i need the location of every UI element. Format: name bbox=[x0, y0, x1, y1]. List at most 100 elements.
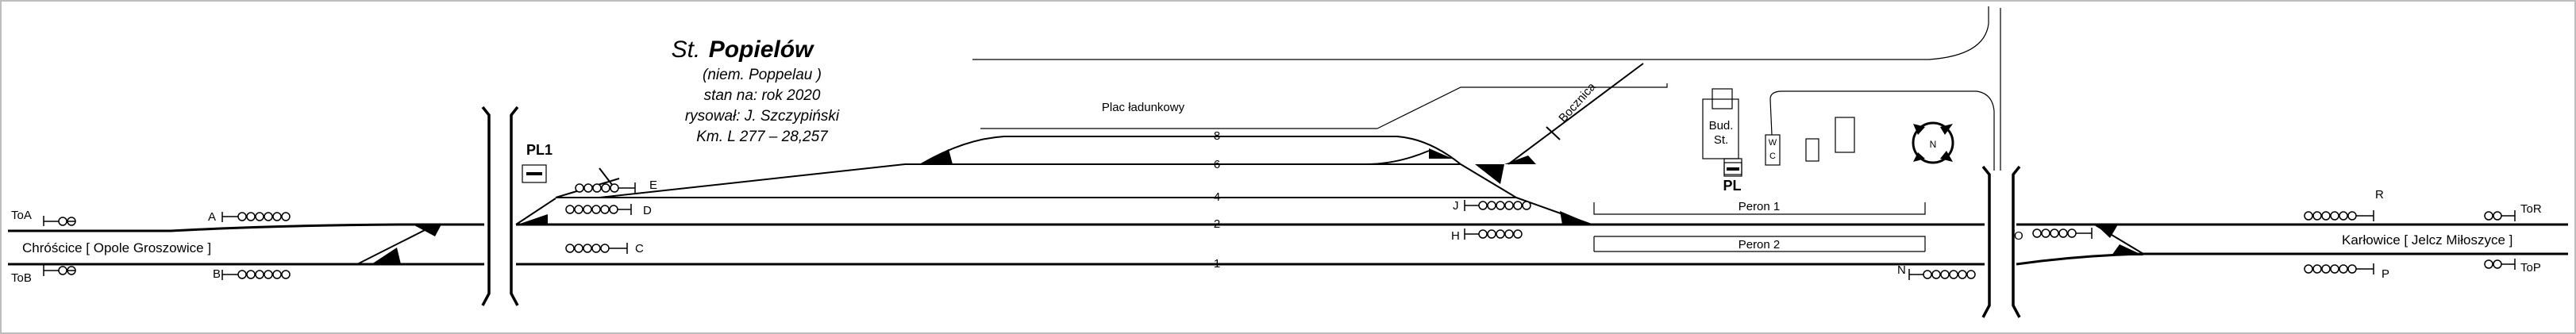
label-toa: ToA bbox=[11, 209, 32, 222]
switch-right-upper bbox=[2096, 225, 2118, 238]
small-building bbox=[1805, 138, 1819, 162]
switch-track-8-right bbox=[1429, 148, 1453, 159]
label-tob: ToB bbox=[11, 271, 32, 285]
track-a-approach bbox=[8, 223, 484, 232]
label-d: D bbox=[643, 204, 652, 217]
pl-post-icon bbox=[1723, 162, 1742, 175]
bridge-left-a bbox=[481, 106, 491, 306]
switch-right-lower bbox=[2112, 244, 2143, 255]
switch-track-4-left bbox=[518, 214, 548, 225]
station-building bbox=[1702, 98, 1739, 159]
building-label-2: St. bbox=[1714, 133, 1728, 147]
pl1-post-bar bbox=[526, 172, 542, 175]
track-number-1: 1 bbox=[1214, 257, 1220, 271]
pl1-post-label: PL1 bbox=[526, 142, 553, 158]
road-upper bbox=[972, 6, 1989, 60]
signal-j bbox=[1464, 200, 1531, 211]
signal-c bbox=[565, 243, 628, 254]
signal-b bbox=[221, 270, 291, 280]
label-c: C bbox=[635, 242, 644, 255]
track-number-4: 4 bbox=[1214, 190, 1220, 204]
direction-right-label: Karłowice [ Jelcz Miłoszyce ] bbox=[2342, 232, 2512, 248]
signal-n bbox=[1908, 269, 1976, 280]
label-plac-ladunkowy: Plac ładunkowy bbox=[1102, 101, 1185, 114]
wc-w-label: W bbox=[1769, 138, 1777, 148]
station-buildings: Bud. St. W C PL bbox=[1702, 88, 1855, 194]
label-top: ToP bbox=[2520, 261, 2541, 274]
label-b: B bbox=[213, 267, 221, 281]
track-6-exit bbox=[1460, 163, 1517, 198]
loading-area-line-2 bbox=[1377, 83, 1668, 129]
station-state-date: stan na: rok 2020 bbox=[704, 87, 821, 104]
wc-c-label: C bbox=[1769, 152, 1776, 161]
bridge-left-b bbox=[510, 106, 519, 306]
track-numbers: 8 6 4 2 1 bbox=[1214, 129, 1220, 271]
label-e: E bbox=[649, 179, 657, 192]
signal-e bbox=[575, 182, 636, 194]
signal-p bbox=[2304, 263, 2374, 274]
pl-post-bar bbox=[1727, 167, 1739, 171]
label-n: N bbox=[1897, 263, 1906, 277]
track-4-lead bbox=[515, 198, 556, 225]
label-a: A bbox=[208, 210, 216, 224]
svg-text:N: N bbox=[1930, 139, 1937, 150]
main-tracks bbox=[8, 223, 2568, 266]
signals bbox=[43, 182, 2516, 280]
signal-r bbox=[2304, 210, 2374, 221]
side-tracks bbox=[515, 63, 1644, 225]
road-right bbox=[1782, 90, 1995, 171]
platform-1 bbox=[1593, 202, 1926, 215]
station-building-annex bbox=[1712, 88, 1733, 109]
station-name: Popielów bbox=[709, 36, 814, 63]
track-8 bbox=[920, 136, 1461, 165]
signal-tor bbox=[2484, 210, 2516, 221]
warehouse-building bbox=[1835, 117, 1855, 153]
signal-tob bbox=[43, 265, 76, 276]
pl-post-label: PL bbox=[1723, 178, 1741, 194]
siding-bocznica bbox=[1507, 63, 1644, 165]
track-number-8: 8 bbox=[1214, 129, 1220, 143]
switch-bocznica bbox=[1504, 155, 1536, 164]
signal-d bbox=[565, 204, 632, 215]
station-prefix: St. bbox=[672, 36, 701, 63]
wc-building bbox=[1765, 134, 1781, 166]
pl1-post-icon bbox=[522, 164, 547, 183]
building-label-1: Bud. bbox=[1709, 119, 1734, 132]
label-o: O bbox=[2014, 229, 2023, 243]
bridge-right-b bbox=[2012, 165, 2021, 318]
signal-a bbox=[221, 212, 291, 222]
signal-h bbox=[1464, 228, 1523, 240]
track-number-2: 2 bbox=[1214, 217, 1220, 231]
signal-top bbox=[2484, 259, 2516, 270]
label-bocznica: Bocznica bbox=[1556, 80, 1599, 125]
station-title: St. Popielów bbox=[672, 36, 814, 63]
switch-left-lower bbox=[372, 248, 401, 264]
bridges bbox=[481, 106, 2021, 318]
crossover-left bbox=[356, 225, 433, 265]
track-6-a bbox=[905, 150, 1430, 165]
direction-left-label: Chróścice [ Opole Groszowice ] bbox=[22, 240, 211, 255]
signal-labels: ToA ToB A B C D E H J N O R P ToR ToP bbox=[11, 179, 2542, 285]
station-author: rysował: J. Szczypiński bbox=[685, 108, 840, 125]
platform-1-label: Peron 1 bbox=[1739, 200, 1781, 213]
title-block: St. Popielów (niem. Poppelau ) stan na: … bbox=[672, 36, 840, 145]
label-j: J bbox=[1453, 199, 1459, 213]
station-german-name: (niem. Poppelau ) bbox=[703, 67, 822, 83]
platform-2-label: Peron 2 bbox=[1739, 238, 1781, 251]
platform-2 bbox=[1593, 236, 1926, 251]
switch-track-8-left bbox=[921, 149, 953, 164]
label-r: R bbox=[2375, 188, 2384, 202]
bocznica-stop bbox=[1546, 126, 1561, 140]
compass-icon: N bbox=[1912, 121, 1954, 164]
road-left bbox=[1769, 90, 1783, 136]
signal-o bbox=[2032, 228, 2093, 239]
track-number-6: 6 bbox=[1214, 158, 1220, 171]
track-6-lead bbox=[599, 163, 906, 198]
pl1-post: PL1 bbox=[522, 142, 553, 183]
switch-track-4-right bbox=[1560, 211, 1592, 225]
station-kilometre: Km. L 277 – 28,257 bbox=[696, 129, 829, 145]
platforms: Peron 1 Peron 2 bbox=[1593, 200, 1926, 252]
switch-track-6 bbox=[1475, 164, 1504, 184]
